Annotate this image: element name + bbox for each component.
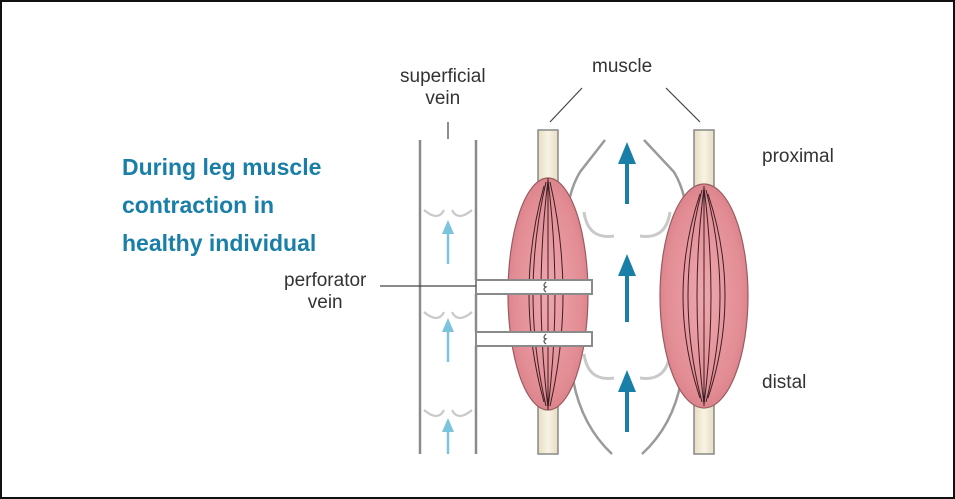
deep-flow-arrow	[618, 254, 636, 322]
deep-valve	[584, 212, 670, 237]
superficial-flow-arrow	[442, 220, 454, 264]
right-muscle-top-tendon	[694, 130, 714, 192]
superficial-vein-label-line-1: superficial	[400, 66, 486, 88]
superficial-valve	[424, 210, 472, 216]
distal-label: distal	[762, 372, 806, 394]
title-line-3: healthy individual	[122, 224, 382, 262]
perforator-vein-label-line-1: perforator	[284, 270, 366, 292]
muscle-label: muscle	[592, 56, 652, 78]
muscle-leader-right	[666, 88, 700, 122]
deep-flow-arrow	[618, 370, 636, 432]
diagram-title: During leg muscle contraction in healthy…	[122, 148, 382, 262]
title-line-2: contraction in	[122, 186, 382, 224]
proximal-label: proximal	[762, 146, 834, 168]
superficial-valve	[424, 410, 472, 416]
superficial-vein-label: superficial vein	[400, 66, 486, 110]
title-line-1: During leg muscle	[122, 148, 382, 186]
perforator-vein-label-line-2: vein	[284, 292, 366, 314]
perforator-vein-upper	[476, 280, 592, 294]
superficial-flow-arrow	[442, 318, 454, 362]
superficial-vein-label-line-2: vein	[400, 88, 486, 110]
superficial-valve	[424, 312, 472, 318]
deep-flow-arrow	[618, 142, 636, 204]
perforator-vein-label: perforator vein	[284, 270, 366, 314]
superficial-flow-arrow	[442, 418, 454, 454]
perforator-vein-lower	[476, 332, 592, 346]
muscle-leader-left	[550, 88, 582, 122]
superficial-vein	[420, 122, 476, 454]
